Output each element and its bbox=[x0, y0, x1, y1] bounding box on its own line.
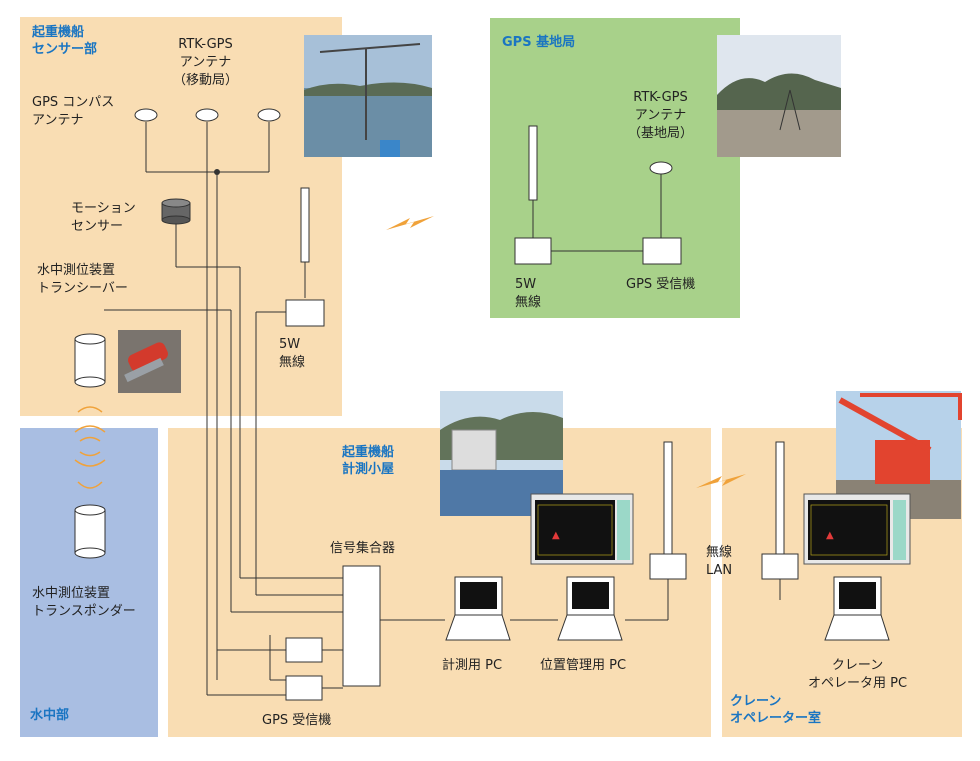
underwater-region-title: 水中部 bbox=[30, 708, 70, 723]
hut-region-panel bbox=[168, 428, 711, 737]
motion-sensor-label: モーション センサー bbox=[71, 200, 136, 236]
transponder-icon bbox=[74, 504, 106, 559]
transceiver-label-line2: トランシーバー bbox=[37, 281, 128, 296]
gps-compass-label-line2: アンテナ bbox=[32, 113, 84, 128]
radio-base-label: 5W 無線 bbox=[515, 276, 541, 312]
rtk-gps-base-antenna bbox=[649, 161, 673, 175]
motion-sensor-label-line2: センサー bbox=[71, 219, 124, 234]
radio-antenna-base bbox=[528, 125, 538, 201]
crane-region-title-line1: クレーン bbox=[730, 694, 782, 709]
gps-compass-antenna-right bbox=[257, 108, 281, 122]
rtk-mobile-label-line2: アンテナ bbox=[179, 55, 232, 70]
junction-dot bbox=[214, 169, 220, 175]
hut-region-title-line2: 計測小屋 bbox=[342, 462, 395, 477]
wireless-lan-crane-box bbox=[761, 553, 799, 580]
radio-link-lightning-icon bbox=[386, 216, 434, 230]
sound-wave-icon bbox=[74, 406, 106, 489]
gps-compass-label-line1: GPS コンパス bbox=[32, 95, 115, 110]
laptop-position-pc bbox=[557, 576, 623, 641]
rtk-base-label-line1: RTK-GPS bbox=[633, 90, 688, 105]
wireless-lan-label: 無線 LAN bbox=[706, 544, 732, 580]
rtk-mobile-label-line1: RTK-GPS bbox=[178, 37, 233, 52]
motion-sensor-label-line1: モーション bbox=[71, 201, 136, 216]
hut-region-title-line1: 起重機船 bbox=[342, 445, 395, 460]
gps-compass-label: GPS コンパス アンテナ bbox=[32, 94, 114, 130]
svg-text:▲: ▲ bbox=[826, 530, 834, 541]
radio-5w-sensor-box bbox=[285, 299, 325, 327]
laptop-measure-pc bbox=[445, 576, 511, 641]
transceiver-label-line1: 水中測位装置 bbox=[37, 263, 116, 278]
measure-pc-label: 計測用 PC bbox=[442, 658, 503, 673]
gps-receiver-hut-box-1 bbox=[285, 637, 323, 663]
monitor-screen-crane-icon: ▲ bbox=[803, 493, 911, 565]
monitor-screen-hut-icon: ▲ bbox=[530, 493, 634, 565]
radio-5w-base-box bbox=[514, 237, 552, 265]
radio-sensor-label-line1: 5W bbox=[279, 337, 301, 352]
svg-text:▲: ▲ bbox=[552, 530, 560, 541]
position-pc-label: 位置管理用 PC bbox=[540, 658, 627, 673]
radio-sensor-label-line2: 無線 bbox=[279, 355, 306, 370]
wireless-lan-label-line1: 無線 bbox=[706, 545, 733, 560]
rtk-base-label-line2: アンテナ bbox=[634, 108, 687, 123]
radio-base-label-line1: 5W bbox=[515, 277, 537, 292]
transceiver-icon bbox=[74, 333, 106, 388]
rtk-mobile-label: RTK-GPS アンテナ （移動局） bbox=[173, 36, 238, 90]
transponder-label-line1: 水中測位装置 bbox=[32, 586, 111, 601]
photo-base-station-icon bbox=[717, 35, 841, 157]
rtk-base-label-line3: （基地局） bbox=[628, 126, 694, 141]
signal-hub-box bbox=[342, 565, 381, 687]
rtk-base-label: RTK-GPS アンテナ （基地局） bbox=[628, 89, 693, 143]
underwater-region-panel bbox=[20, 428, 158, 737]
crane-pc-label-line1: クレーン bbox=[831, 658, 884, 673]
radio-sensor-label: 5W 無線 bbox=[279, 336, 305, 372]
gps-receiver-base-label: GPS 受信機 bbox=[626, 277, 696, 292]
base-station-region-panel bbox=[490, 18, 740, 318]
radio-antenna-hut bbox=[663, 441, 673, 555]
sensor-region-title-line2: センサー部 bbox=[32, 42, 98, 57]
wireless-lan-label-line2: LAN bbox=[706, 563, 733, 578]
wireless-lan-hut-box bbox=[649, 553, 687, 580]
laptop-crane-pc bbox=[824, 576, 890, 641]
signal-hub-label: 信号集合器 bbox=[330, 541, 396, 556]
transponder-label-line2: トランスポンダー bbox=[32, 604, 136, 619]
gps-receiver-hut-label: GPS 受信機 bbox=[262, 713, 332, 728]
sensor-region-title-line1: 起重機船 bbox=[32, 25, 85, 40]
crane-region-title-line2: オペレーター室 bbox=[730, 711, 822, 726]
transceiver-label: 水中測位装置 トランシーバー bbox=[37, 262, 128, 298]
crane-region-title: クレーン オペレーター室 bbox=[730, 693, 821, 727]
photo-transceiver-device-icon bbox=[118, 330, 181, 393]
gps-receiver-hut-box-2 bbox=[285, 675, 323, 701]
rtk-mobile-label-line3: （移動局） bbox=[173, 73, 239, 88]
radio-base-label-line2: 無線 bbox=[515, 295, 542, 310]
radio-antenna-sensor bbox=[300, 187, 310, 263]
base-region-title: GPS 基地局 bbox=[502, 35, 576, 50]
gps-receiver-base-box bbox=[642, 237, 682, 265]
gps-compass-antenna-left bbox=[134, 108, 158, 122]
crane-pc-label-line2: オペレータ用 PC bbox=[808, 676, 908, 691]
radio-antenna-crane bbox=[775, 441, 785, 555]
motion-sensor-icon bbox=[161, 198, 191, 225]
crane-pc-label: クレーン オペレータ用 PC bbox=[808, 657, 907, 693]
wireless-lan-lightning-icon bbox=[696, 474, 746, 488]
sensor-region-title: 起重機船 センサー部 bbox=[32, 24, 97, 58]
photo-measure-hut-icon bbox=[440, 391, 563, 516]
transponder-label: 水中測位装置 トランスポンダー bbox=[32, 585, 136, 621]
hut-region-title: 起重機船 計測小屋 bbox=[342, 444, 394, 478]
photo-antenna-mast-icon bbox=[304, 35, 432, 157]
rtk-gps-mobile-antenna bbox=[195, 108, 219, 122]
